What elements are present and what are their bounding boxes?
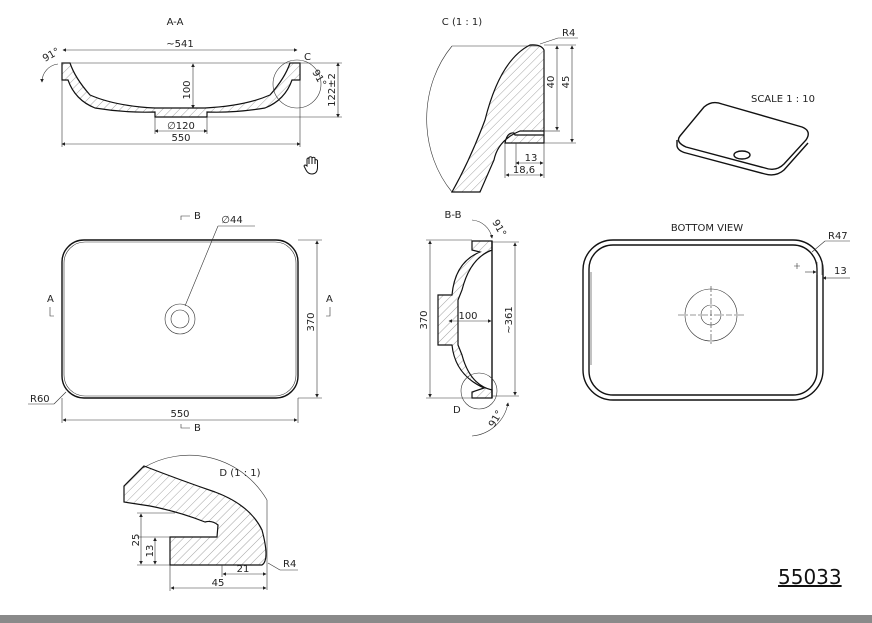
- angle-right: 91°: [309, 68, 327, 89]
- dim-width: 550: [171, 133, 190, 144]
- dim-18-6: 18,6: [513, 165, 535, 176]
- dim-45: 45: [561, 76, 572, 89]
- plan-radius: R60: [30, 394, 50, 405]
- detail-c-title: C (1 : 1): [442, 17, 483, 28]
- section-a-left: A: [47, 294, 54, 305]
- dim-height: 122±2: [327, 73, 338, 107]
- plan-width: 550: [170, 409, 189, 420]
- angle-left: 91°: [41, 46, 62, 64]
- bb-inner: ~361: [504, 306, 515, 333]
- d-dim-21: 21: [237, 564, 250, 575]
- section-a-right: A: [326, 294, 333, 305]
- iso-view: SCALE 1 : 10: [676, 94, 815, 176]
- drawing-number: 55033: [778, 565, 842, 589]
- detail-d: D (1 : 1) 25 13 21 45 R4: [123, 455, 298, 591]
- basin-profile: [61, 62, 301, 118]
- d-dim-13: 13: [145, 545, 156, 558]
- bottom-offset: 13: [834, 266, 847, 277]
- detail-c-marker: [272, 59, 322, 109]
- bb-depth: 100: [458, 311, 477, 322]
- hand-cursor-icon: [303, 156, 318, 175]
- bb-height: 370: [419, 310, 430, 329]
- detail-ref-d: D: [453, 405, 461, 416]
- detail-c: C (1 : 1) 40 45 R4 13 18,6: [426, 17, 578, 193]
- drain-dia-label: ∅44: [221, 215, 242, 226]
- section-b-top: B: [194, 211, 201, 222]
- dim-13: 13: [525, 153, 538, 164]
- basin-outline: [61, 239, 299, 399]
- section-a-a-title: A-A: [167, 17, 184, 28]
- d-dim-45: 45: [212, 578, 225, 589]
- dim-depth: 100: [182, 80, 193, 99]
- bb-angle-bottom: 91°: [487, 409, 505, 430]
- bb-angle-top: 91°: [489, 218, 507, 239]
- section-b-bottom: B: [194, 423, 201, 434]
- bottom-scrollbar-strip: [0, 615, 872, 623]
- section-a-a: A-A ~541 100 ∅120 550 122±2 91° 91° C: [40, 17, 342, 147]
- detail-d-title: D (1 : 1): [219, 468, 260, 479]
- radius-r4: R4: [562, 28, 575, 39]
- section-b-b: B-B 370 ~361 100 91° 91° D: [419, 210, 519, 437]
- dim-drain-dia: ∅120: [167, 121, 195, 132]
- iso-view-title: SCALE 1 : 10: [751, 94, 815, 105]
- dim-40: 40: [546, 76, 557, 89]
- bottom-radius: R47: [828, 231, 848, 242]
- dim-top-width: ~541: [166, 39, 193, 50]
- section-b-b-title: B-B: [445, 210, 462, 221]
- bottom-view: BOTTOM VIEW R47 13: [582, 223, 850, 401]
- plan-view: ∅44 B B A A 370 550 R60: [28, 211, 333, 434]
- d-dim-25: 25: [131, 534, 142, 547]
- detail-d-marker: [460, 372, 498, 410]
- detail-ref-c: C: [304, 52, 311, 63]
- bottom-view-title: BOTTOM VIEW: [671, 223, 743, 234]
- plan-height: 370: [306, 312, 317, 331]
- d-radius: R4: [283, 559, 296, 570]
